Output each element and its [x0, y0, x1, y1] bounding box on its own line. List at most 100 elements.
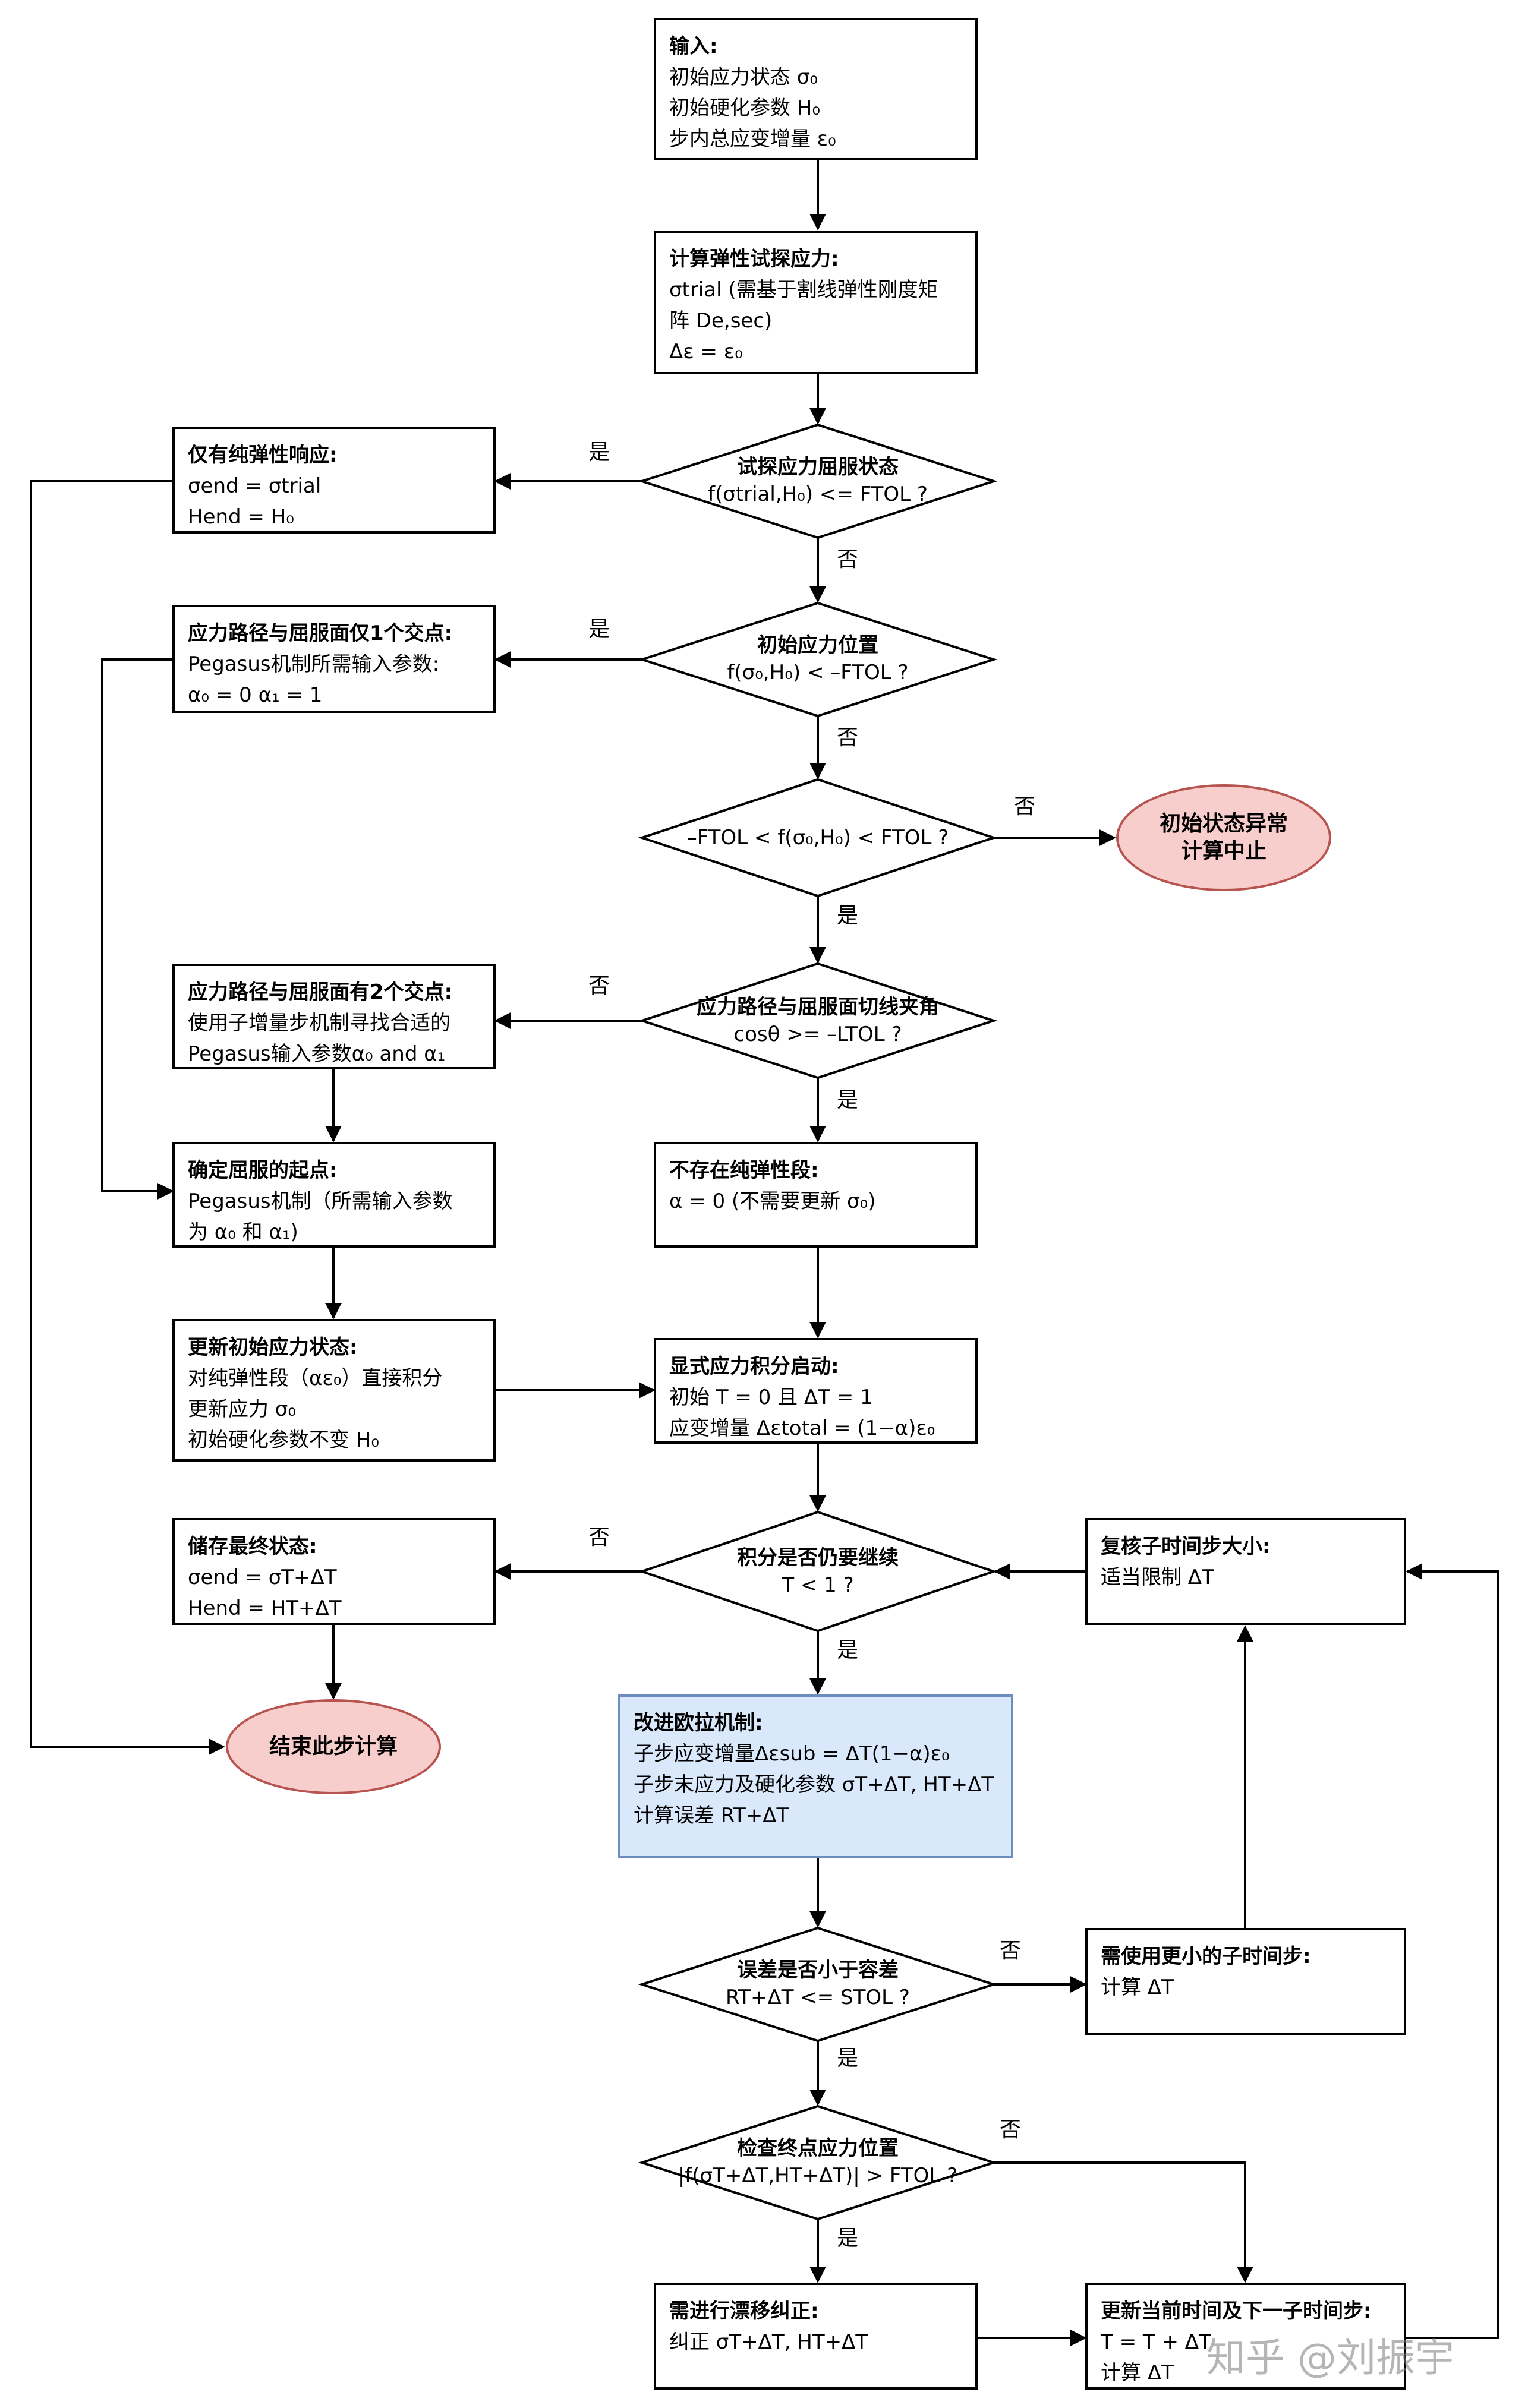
label-initpos-yes: 是 — [588, 617, 610, 642]
no-elastic-title: 不存在纯弹性段: — [669, 1159, 819, 1182]
one-intersection-line: Pegasus机制所需输入参数: — [188, 652, 440, 676]
label-continue-no: 否 — [588, 1525, 610, 1549]
watermark: 知乎 @刘振宇 — [1206, 2335, 1454, 2381]
trial-line: 阵 De,sec) — [669, 309, 773, 333]
input-title: 输入: — [669, 34, 718, 58]
smaller-substep-line: 计算 ΔT — [1101, 1975, 1174, 1999]
recheck-substep-title: 复核子时间步大小: — [1101, 1535, 1271, 1558]
trial-line: Δε = ε₀ — [669, 340, 743, 364]
update-initial-box: 更新初始应力状态: 对纯弹性段（αε₀）直接积分 更新应力 σ₀ 初始硬化参数不… — [172, 1319, 496, 1462]
label-continue-yes: 是 — [837, 1638, 859, 1662]
abort-terminal: 初始状态异常 计算中止 — [1116, 784, 1331, 891]
edge-one-find — [101, 658, 174, 1200]
abort-line: 初始状态异常 — [1159, 812, 1288, 836]
label-error-yes: 是 — [837, 2046, 859, 2071]
elastic-only-line: σend = σtrial — [188, 474, 322, 498]
edge-elastic-end — [30, 480, 225, 1755]
find-yield-title: 确定屈服的起点: — [188, 1159, 338, 1182]
smaller-substep-title: 需使用更小的子时间步: — [1101, 1945, 1311, 1968]
end-terminal: 结束此步计算 — [226, 1699, 441, 1794]
update-time-title: 更新当前时间及下一子时间步: — [1101, 2299, 1372, 2323]
two-intersections-line: Pegasus输入参数α₀ and α₁ — [188, 1042, 446, 1066]
update-time-line: T = T + ΔT — [1101, 2330, 1211, 2354]
update-time-line: 计算 ΔT — [1101, 2361, 1174, 2385]
decision-initial-position-condition: f(σ₀,H₀) < –FTOL ? — [727, 661, 909, 684]
explicit-start-box: 显式应力积分启动: 初始 T = 0 且 ΔT = 1 应变增量 Δεtotal… — [654, 1338, 978, 1444]
elastic-only-title: 仅有纯弹性响应: — [188, 443, 338, 467]
label-angle-no: 否 — [588, 974, 610, 998]
explicit-start-line: 初始 T = 0 且 ΔT = 1 — [669, 1386, 873, 1409]
trial-stress-box: 计算弹性试探应力: σtrial (需基于割线弹性刚度矩 阵 De,sec) Δ… — [654, 231, 978, 374]
recheck-substep-line: 适当限制 ΔT — [1101, 1566, 1214, 1589]
label-yield-yes: 是 — [588, 440, 610, 465]
drift-correction-box: 需进行漂移纠正: 纠正 σT+ΔT, HT+ΔT — [654, 2283, 978, 2390]
decision-endpoint: 检查终点应力位置 |f(σT+ΔT,HT+ΔT)| > FTOL ? — [642, 2106, 994, 2219]
decision-yield-condition: f(σtrial,H₀) <= FTOL ? — [708, 482, 928, 506]
decision-initial-position: 初始应力位置 f(σ₀,H₀) < –FTOL ? — [642, 603, 994, 716]
decision-continue: 积分是否仍要继续 T < 1 ? — [642, 1512, 994, 1631]
explicit-start-line: 应变增量 Δεtotal = (1−α)ε₀ — [669, 1416, 935, 1440]
decision-endpoint-title: 检查终点应力位置 — [737, 2136, 899, 2160]
input-line: 步内总应变增量 ε₀ — [669, 127, 836, 151]
decision-error-title: 误差是否小于容差 — [737, 1958, 899, 1982]
decision-yield-title: 试探应力屈服状态 — [737, 455, 899, 479]
improved-euler-title: 改进欧拉机制: — [634, 1711, 763, 1735]
edge-updatetime-recheck — [1405, 1563, 1499, 2339]
edge-dendpoint-updatetime — [994, 2161, 1253, 2283]
input-line: 初始硬化参数 H₀ — [669, 96, 821, 120]
decision-ftol-condition: –FTOL < f(σ₀,H₀) < FTOL ? — [686, 826, 949, 850]
trial-line: σtrial (需基于割线弹性刚度矩 — [669, 278, 938, 302]
decision-error: 误差是否小于容差 RT+ΔT <= STOL ? — [642, 1928, 994, 2041]
drift-correction-line: 纠正 σT+ΔT, HT+ΔT — [669, 2330, 868, 2354]
find-yield-line: Pegasus机制（所需输入参数 — [188, 1189, 453, 1213]
label-error-no: 否 — [1000, 1939, 1022, 1963]
decision-angle-condition: cosθ >= –LTOL ? — [733, 1022, 902, 1046]
update-initial-line: 对纯弹性段（αε₀）直接积分 — [188, 1366, 443, 1390]
recheck-substep-box: 复核子时间步大小: 适当限制 ΔT — [1085, 1518, 1406, 1625]
decision-initial-position-title: 初始应力位置 — [757, 633, 878, 657]
two-intersections-title: 应力路径与屈服面有2个交点: — [188, 980, 453, 1004]
improved-euler-line: 子步应变增量Δεsub = ΔT(1−α)ε₀ — [634, 1742, 950, 1766]
explicit-start-title: 显式应力积分启动: — [669, 1355, 839, 1378]
decision-yield: 试探应力屈服状态 f(σtrial,H₀) <= FTOL ? — [642, 425, 994, 538]
no-elastic-line: α = 0 (不需要更新 σ₀) — [669, 1189, 876, 1213]
two-intersections-box: 应力路径与屈服面有2个交点: 使用子增量步机制寻找合适的 Pegasus输入参数… — [172, 964, 496, 1069]
store-final-line: Hend = HT+ΔT — [188, 1596, 342, 1620]
abort-line: 计算中止 — [1180, 839, 1266, 863]
decision-endpoint-condition: |f(σT+ΔT,HT+ΔT)| > FTOL ? — [678, 2164, 958, 2188]
decision-angle-title: 应力路径与屈服面切线夹角 — [697, 995, 939, 1019]
decision-ftol: –FTOL < f(σ₀,H₀) < FTOL ? — [642, 779, 994, 896]
elastic-only-line: Hend = H₀ — [188, 505, 294, 529]
store-final-box: 储存最终状态: σend = σT+ΔT Hend = HT+ΔT — [172, 1518, 496, 1625]
input-box: 输入: 初始应力状态 σ₀ 初始硬化参数 H₀ 步内总应变增量 ε₀ — [654, 18, 978, 160]
label-endpoint-yes: 是 — [837, 2226, 859, 2251]
improved-euler-box: 改进欧拉机制: 子步应变增量Δεsub = ΔT(1−α)ε₀ 子步末应力及硬化… — [618, 1694, 1013, 1858]
update-time-box: 更新当前时间及下一子时间步: T = T + ΔT 计算 ΔT — [1085, 2283, 1406, 2390]
label-angle-yes: 是 — [837, 1088, 859, 1112]
two-intersections-line: 使用子增量步机制寻找合适的 — [188, 1011, 450, 1035]
label-ftol-yes: 是 — [837, 904, 859, 928]
update-initial-line: 初始硬化参数不变 H₀ — [188, 1428, 380, 1452]
decision-angle: 应力路径与屈服面切线夹角 cosθ >= –LTOL ? — [642, 964, 994, 1078]
decision-error-condition: RT+ΔT <= STOL ? — [726, 1986, 910, 2009]
decision-continue-condition: T < 1 ? — [782, 1573, 854, 1597]
find-yield-line: 为 α₀ 和 α₁) — [188, 1220, 298, 1244]
drift-correction-title: 需进行漂移纠正: — [669, 2299, 819, 2323]
update-initial-title: 更新初始应力状态: — [188, 1336, 358, 1359]
store-final-title: 储存最终状态: — [188, 1535, 317, 1558]
label-yield-no: 否 — [837, 547, 859, 572]
no-elastic-box: 不存在纯弹性段: α = 0 (不需要更新 σ₀) — [654, 1142, 978, 1248]
elastic-only-box: 仅有纯弹性响应: σend = σtrial Hend = H₀ — [172, 427, 496, 534]
input-line: 初始应力状态 σ₀ — [669, 65, 818, 89]
one-intersection-box: 应力路径与屈服面仅1个交点: Pegasus机制所需输入参数: α₀ = 0 α… — [172, 605, 496, 713]
smaller-substep-box: 需使用更小的子时间步: 计算 ΔT — [1085, 1928, 1406, 2035]
label-initpos-no: 否 — [837, 725, 859, 750]
trial-title: 计算弹性试探应力: — [669, 247, 839, 271]
store-final-line: σend = σT+ΔT — [188, 1566, 337, 1589]
one-intersection-title: 应力路径与屈服面仅1个交点: — [188, 621, 453, 645]
label-ftol-no: 否 — [1014, 794, 1036, 819]
end-line: 结束此步计算 — [269, 1734, 398, 1759]
update-initial-line: 更新应力 σ₀ — [188, 1397, 296, 1421]
improved-euler-line: 计算误差 RT+ΔT — [634, 1804, 789, 1828]
